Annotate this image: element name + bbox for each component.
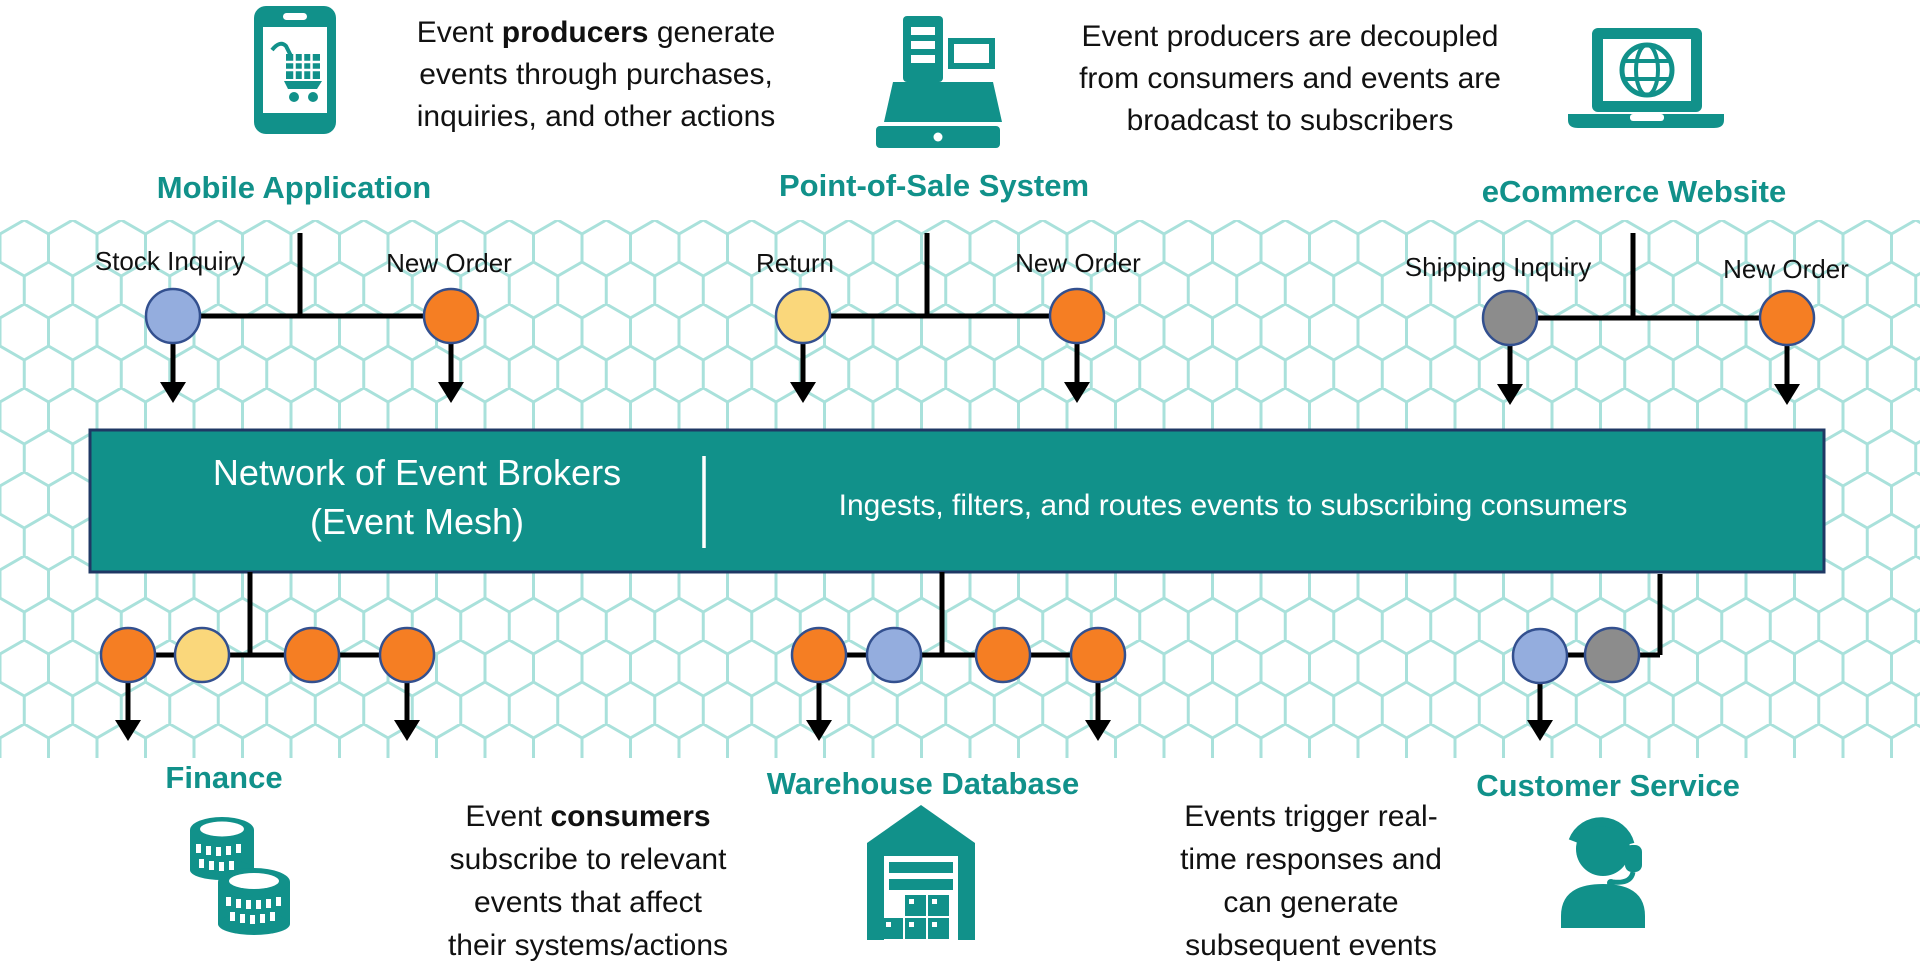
- decoupling-annotation: Event producers are decoupled from consu…: [1079, 16, 1501, 142]
- annotation-line: subsequent events: [1185, 929, 1437, 962]
- annotation-line: events that affect: [474, 886, 702, 919]
- laptop-globe-icon: [1568, 28, 1724, 128]
- arrow-down: [1085, 720, 1111, 741]
- consumer-event-circle: [283, 626, 341, 684]
- event-circle-return: [774, 287, 832, 345]
- annotation-line: their systems/actions: [447, 929, 729, 962]
- cash-register-icon: [876, 16, 1002, 148]
- annotation-line: Event producers generate: [416, 16, 776, 49]
- warehouse-icon: [867, 805, 975, 940]
- annotation-line: time responses and: [1180, 843, 1442, 876]
- annotation-line: Event producers are decoupled: [1081, 20, 1499, 53]
- consumer-event-circle: [173, 626, 231, 684]
- annotation-line: can generate: [1223, 886, 1399, 919]
- annotation-line: events through purchases,: [419, 58, 773, 91]
- consumer-event-circle: [99, 626, 157, 684]
- consumer-label-customer-service: Customer Service: [1476, 768, 1740, 803]
- consumer-label-warehouse-database: Warehouse Database: [766, 766, 1080, 801]
- annotation-line: inquiries, and other actions: [416, 100, 776, 133]
- mobile-phone-cart-icon: [254, 6, 336, 134]
- arrow-down: [394, 720, 420, 741]
- consumers-annotation: Event consumers subscribe to relevant ev…: [448, 795, 728, 967]
- consumer-event-circle: [1069, 626, 1127, 684]
- producers-annotation: Event producers generate events through …: [417, 12, 776, 138]
- event-circle-new-order-2: [1048, 287, 1106, 345]
- consumer-event-circle: [790, 626, 848, 684]
- arrow-down: [790, 382, 816, 403]
- event-circle-shipping-inquiry: [1481, 289, 1539, 347]
- annotation-line: from consumers and events are: [1079, 62, 1501, 95]
- event-circle-stock-inquiry: [144, 287, 202, 345]
- arrow-down: [1497, 384, 1523, 405]
- event-label-stock-inquiry: Stock Inquiry: [94, 246, 246, 276]
- arrow-down: [438, 382, 464, 403]
- broker-banner-description: Ingests, filters, and routes events to s…: [838, 489, 1628, 522]
- consumer-event-circle: [974, 626, 1032, 684]
- producer-label-ecommerce-website: eCommerce Website: [1481, 174, 1787, 209]
- annotation-line: Events trigger real-: [1184, 800, 1438, 833]
- producer-label-mobile-application: Mobile Application: [156, 170, 432, 205]
- consumer-flow-finance: [125, 572, 410, 722]
- producer-label-point-of-sale: Point-of-Sale System: [778, 168, 1090, 203]
- consumer-flow-warehouse: [816, 572, 1101, 722]
- banner-title-line1: Network of Event Brokers: [212, 452, 622, 493]
- consumer-event-circle: [1583, 626, 1641, 684]
- event-label-new-order: New Order: [1723, 254, 1849, 284]
- annotation-line: Event consumers: [465, 800, 711, 833]
- arrow-down: [160, 382, 186, 403]
- arrow-down: [806, 720, 832, 741]
- arrow-down: [1774, 384, 1800, 405]
- arrow-down: [1527, 720, 1553, 741]
- arrow-down: [115, 720, 141, 741]
- event-circle-new-order-1: [422, 287, 480, 345]
- event-label-new-order: New Order: [386, 248, 512, 278]
- event-circle-new-order-3: [1758, 289, 1816, 347]
- realtime-annotation: Events trigger real- time responses and …: [1180, 795, 1442, 967]
- event-label-shipping-inquiry: Shipping Inquiry: [1404, 252, 1592, 282]
- consumer-event-circle: [865, 626, 923, 684]
- event-broker-banner: [88, 428, 1826, 574]
- consumer-label-finance: Finance: [165, 760, 283, 795]
- broker-banner-title: Network of Event Brokers (Event Mesh): [213, 448, 621, 546]
- customer-service-headset-icon: [1561, 817, 1645, 928]
- arrow-down: [1064, 382, 1090, 403]
- coins-icon: [190, 817, 290, 935]
- annotation-line: subscribe to relevant: [449, 843, 727, 876]
- event-label-return: Return: [755, 248, 835, 278]
- annotation-line: broadcast to subscribers: [1126, 104, 1454, 137]
- consumer-event-circle: [1511, 627, 1569, 685]
- banner-title-line2: (Event Mesh): [309, 501, 525, 542]
- event-label-new-order: New Order: [1015, 248, 1141, 278]
- consumer-event-circle: [378, 626, 436, 684]
